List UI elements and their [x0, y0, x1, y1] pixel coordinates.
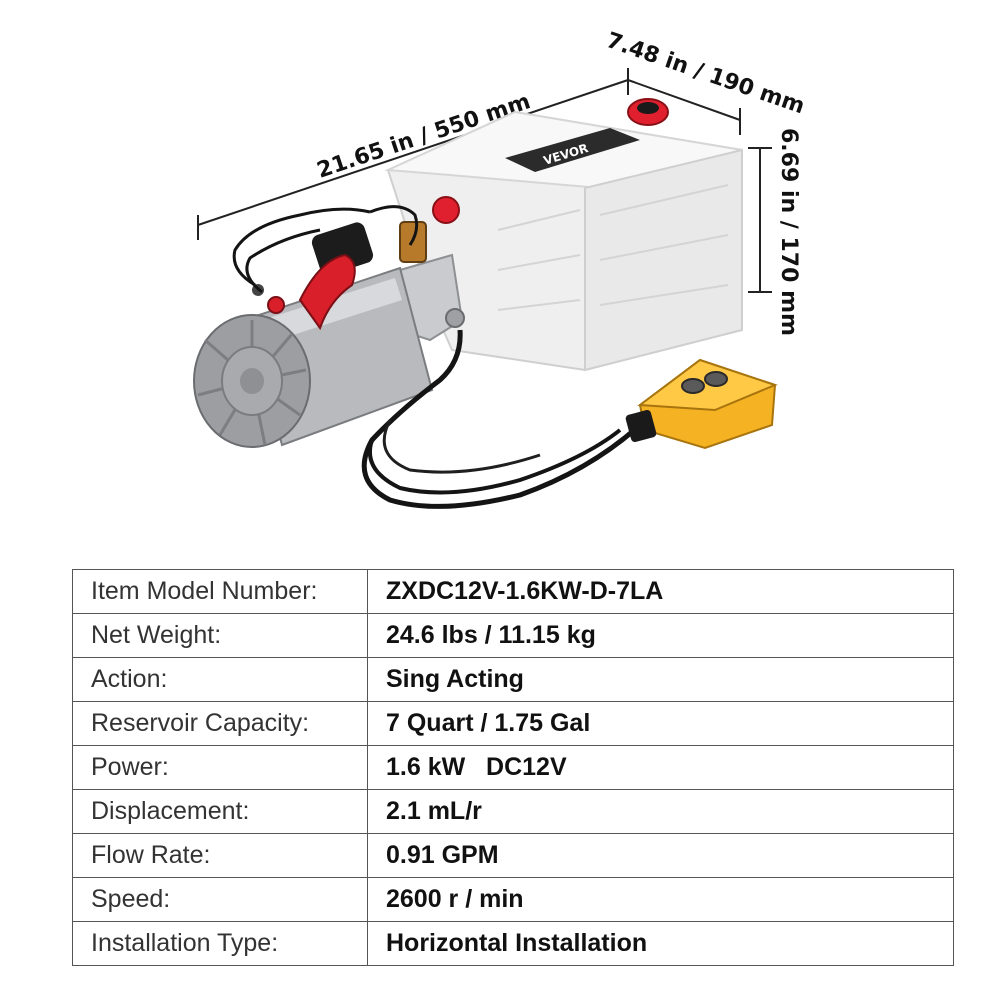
spec-label: Installation Type:	[72, 921, 368, 966]
spec-label: Flow Rate:	[72, 833, 368, 878]
spec-row-speed: Speed: 2600 r / min	[72, 877, 954, 922]
spec-value: 24.6 lbs / 11.15 kg	[367, 613, 954, 658]
spec-label: Power:	[72, 745, 368, 790]
spec-row-net-weight: Net Weight: 24.6 lbs / 11.15 kg	[72, 613, 954, 658]
spec-value: 2.1 mL/r	[367, 789, 954, 834]
spec-label: Net Weight:	[72, 613, 368, 658]
spec-row-installation-type: Installation Type: Horizontal Installati…	[72, 921, 954, 966]
spec-value: 1.6 kW DC12V	[367, 745, 954, 790]
spec-row-flow-rate: Flow Rate: 0.91 GPM	[72, 833, 954, 878]
reservoir-cap-front	[432, 196, 460, 224]
reservoir-tank: VEVOR	[384, 98, 743, 372]
spec-row-action: Action: Sing Acting	[72, 657, 954, 702]
spec-value: Sing Acting	[367, 657, 954, 702]
dimension-lines	[197, 68, 772, 293]
controller-button-down	[704, 371, 728, 387]
product-illustration: 21.65 in / 550 mm 7.48 in / 190 mm 6.69 …	[193, 28, 808, 509]
spec-value: 7 Quart / 1.75 Gal	[367, 701, 954, 746]
spec-row-model: Item Model Number: ZXDC12V-1.6KW-D-7LA	[72, 569, 954, 614]
spec-row-power: Power: 1.6 kW DC12V	[72, 745, 954, 790]
spec-label: Displacement:	[72, 789, 368, 834]
spec-value: ZXDC12V-1.6KW-D-7LA	[367, 569, 954, 614]
remote-controller	[625, 358, 778, 450]
spec-value: 2600 r / min	[367, 877, 954, 922]
height-dimension-label: 6.69 in / 170 mm	[776, 128, 801, 336]
spec-value: 0.91 GPM	[367, 833, 954, 878]
spec-row-displacement: Displacement: 2.1 mL/r	[72, 789, 954, 834]
wiring	[232, 205, 419, 294]
spec-table: Item Model Number: ZXDC12V-1.6KW-D-7LA N…	[72, 569, 954, 966]
spec-value: Horizontal Installation	[367, 921, 954, 966]
spec-label: Item Model Number:	[72, 569, 368, 614]
controller-button-up	[681, 378, 705, 394]
spec-label: Action:	[72, 657, 368, 702]
spec-row-reservoir-capacity: Reservoir Capacity: 7 Quart / 1.75 Gal	[72, 701, 954, 746]
spec-label: Speed:	[72, 877, 368, 922]
spec-label: Reservoir Capacity:	[72, 701, 368, 746]
controller-cable	[361, 329, 642, 509]
